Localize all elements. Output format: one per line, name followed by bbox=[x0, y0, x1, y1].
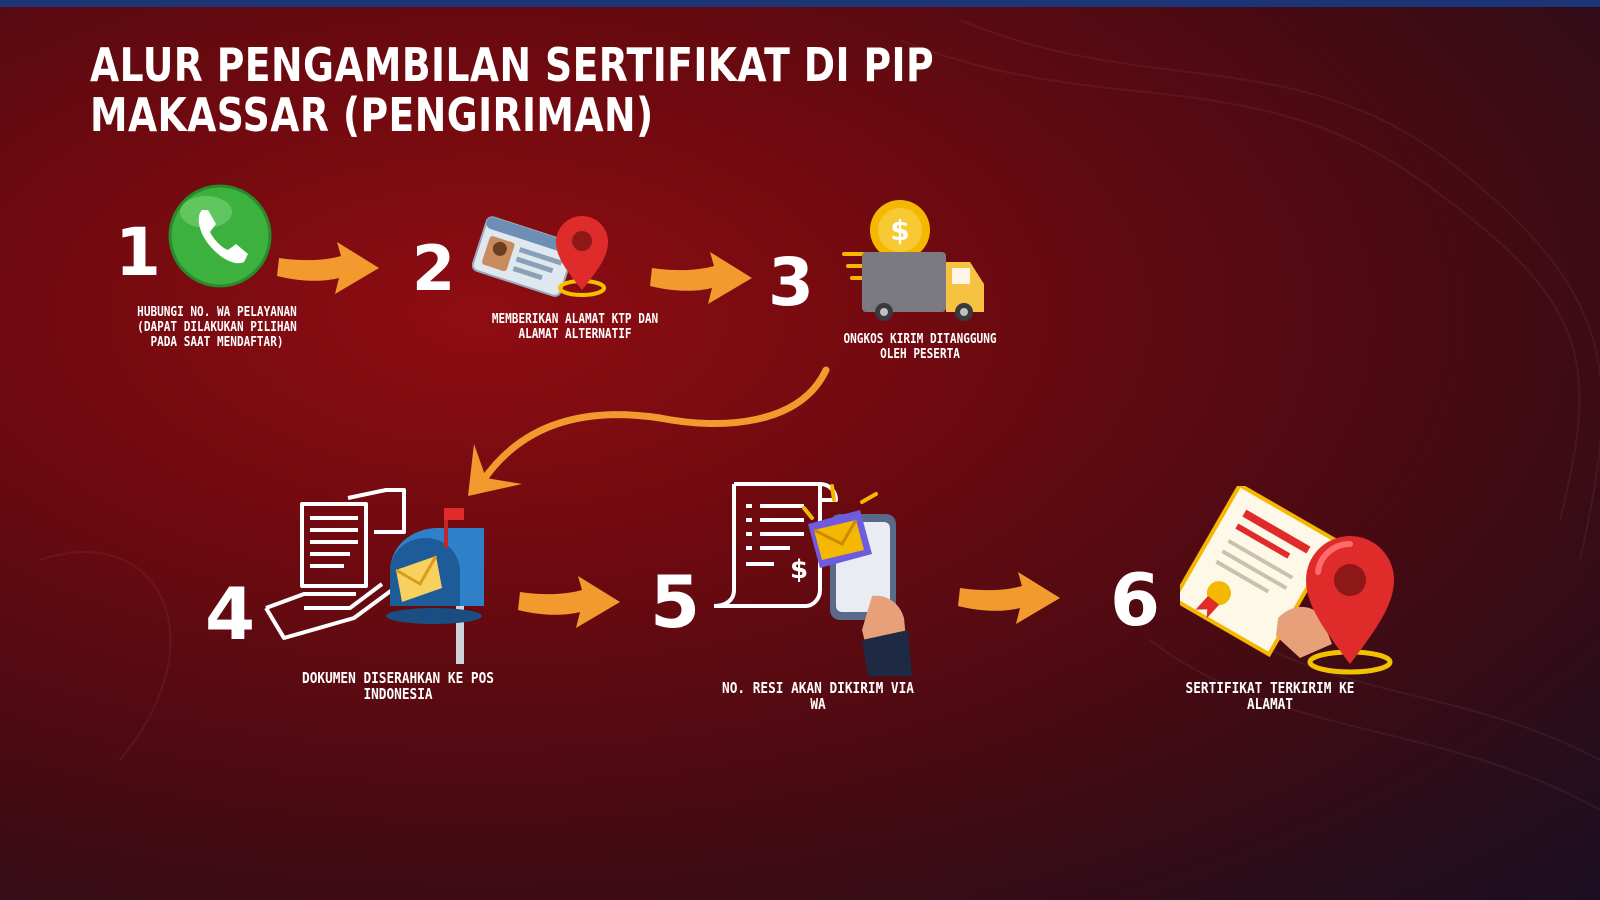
step-4-number: 4 bbox=[205, 572, 256, 656]
svg-text:$: $ bbox=[790, 555, 808, 585]
document-mailbox-icon bbox=[264, 488, 484, 664]
step-5-caption-line: NO. RESI AKAN DIKIRIM VIA bbox=[722, 679, 914, 697]
id-card-location-pin-icon bbox=[472, 216, 608, 297]
arrow-right-icon bbox=[277, 242, 379, 294]
delivery-truck-coin-icon: $ bbox=[842, 200, 984, 321]
step-5-caption-line: WA bbox=[810, 695, 826, 713]
certificate-location-pin-icon bbox=[1180, 486, 1394, 675]
svg-text:$: $ bbox=[890, 214, 909, 247]
step-6-caption: SERTIFIKAT TERKIRIM KE ALAMAT bbox=[1168, 680, 1372, 712]
step-4-caption-line: INDONESIA bbox=[363, 685, 433, 703]
step-2-number: 2 bbox=[412, 232, 456, 305]
step-5-number: 5 bbox=[650, 560, 701, 644]
page-title: ALUR PENGAMBILAN SERTIFIKAT DI PIP MAKAS… bbox=[90, 40, 934, 140]
top-accent-bar bbox=[0, 0, 1600, 7]
arrow-right-icon bbox=[958, 572, 1060, 624]
receipt-phone-mail-icon: $ bbox=[713, 482, 912, 676]
step-2-caption-line: ALAMAT ALTERNATIF bbox=[518, 327, 632, 342]
step-1-caption: HUBUNGI NO. WA PELAYANAN (DAPAT DILAKUKA… bbox=[119, 305, 315, 350]
step-4-caption: DOKUMEN DISERAHKAN KE POS INDONESIA bbox=[288, 670, 509, 702]
title-line-2: MAKASSAR (PENGIRIMAN) bbox=[90, 88, 654, 142]
step-6-caption-line: SERTIFIKAT TERKIRIM KE bbox=[1185, 679, 1355, 697]
step-6-caption-line: ALAMAT bbox=[1246, 695, 1294, 713]
step-1-caption-line: (DAPAT DILAKUKAN PILIHAN bbox=[137, 320, 297, 335]
arrow-right-icon bbox=[518, 576, 620, 628]
step-1-caption-line: PADA SAAT MENDAFTAR) bbox=[150, 335, 284, 350]
title-line-1: ALUR PENGAMBILAN SERTIFIKAT DI PIP bbox=[90, 38, 935, 92]
step-3-caption-line: OLEH PESERTA bbox=[880, 347, 960, 362]
step-2-caption-line: MEMBERIKAN ALAMAT KTP DAN bbox=[491, 312, 659, 327]
step-3-caption: ONGKOS KIRIM DITANGGUNG OLEH PESERTA bbox=[818, 332, 1022, 362]
step-1-caption-line: HUBUNGI NO. WA PELAYANAN bbox=[137, 305, 297, 320]
step-3-caption-line: ONGKOS KIRIM DITANGGUNG bbox=[843, 332, 997, 347]
whatsapp-phone-icon bbox=[168, 184, 272, 288]
step-3-number: 3 bbox=[768, 244, 814, 321]
step-4-caption-line: DOKUMEN DISERAHKAN KE POS bbox=[302, 669, 494, 687]
step-1-number: 1 bbox=[115, 214, 161, 291]
curved-arrow-icon bbox=[468, 366, 830, 496]
step-6-number: 6 bbox=[1110, 558, 1161, 642]
step-5-caption: NO. RESI AKAN DIKIRIM VIA WA bbox=[718, 680, 919, 712]
arrow-right-icon bbox=[650, 252, 752, 304]
step-2-caption: MEMBERIKAN ALAMAT KTP DAN ALAMAT ALTERNA… bbox=[477, 312, 673, 342]
